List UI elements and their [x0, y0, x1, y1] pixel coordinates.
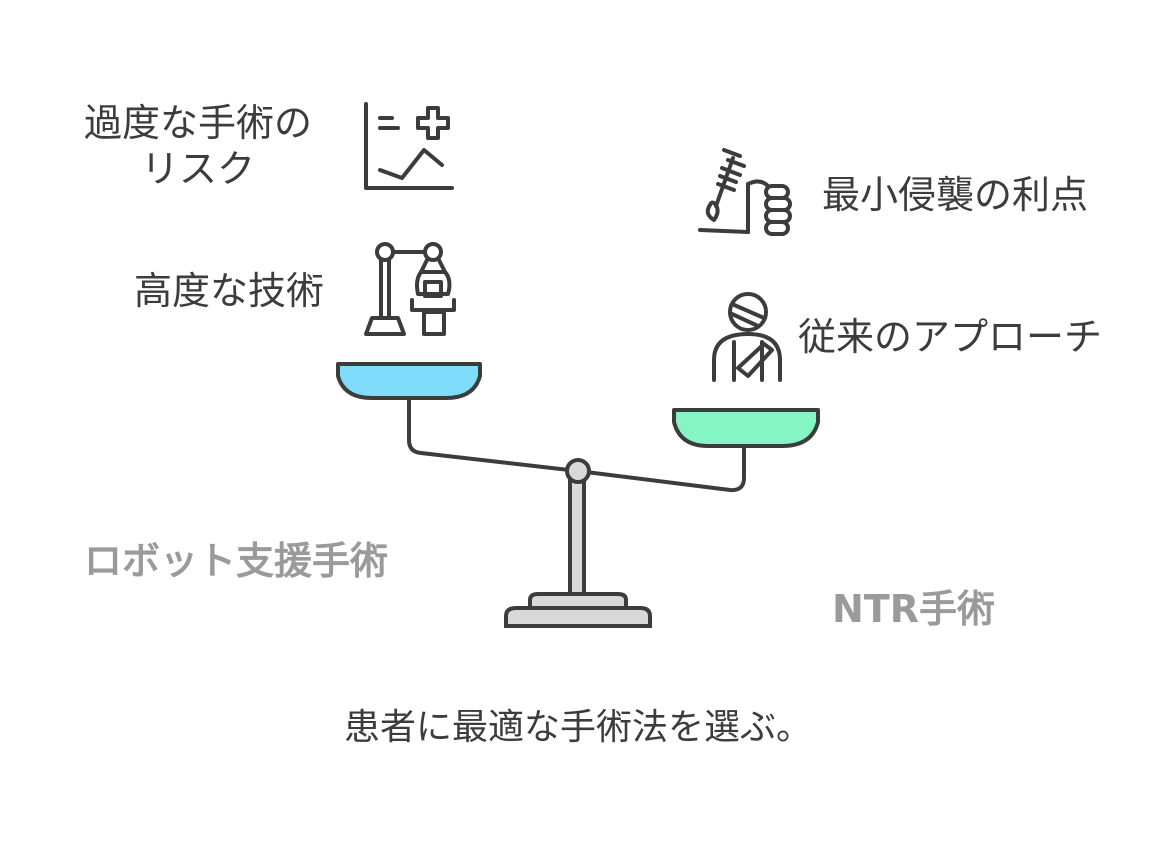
- risk-chart-icon: [364, 102, 454, 190]
- minimally-invasive-benefit-label: 最小侵襲の利点: [822, 173, 1089, 217]
- right-pan: [672, 408, 820, 448]
- risk-label-line-1: 過度な手術の: [84, 101, 313, 145]
- scale-base: [504, 606, 652, 628]
- left-pan: [336, 362, 482, 400]
- diagram-caption: 患者に最適な手術法を選ぶ。: [343, 707, 812, 748]
- advanced-technique-label: 高度な技術: [134, 269, 325, 313]
- injured-patient-icon: [712, 292, 782, 382]
- robotic-surgery-title: ロボット支援手術: [84, 539, 389, 583]
- scale-beam: [407, 396, 746, 493]
- injection-hand-icon: [698, 148, 792, 236]
- conventional-approach-label: 従来のアプローチ: [798, 315, 1103, 359]
- scale-post: [568, 476, 586, 598]
- robotic-arm-icon: [364, 242, 456, 336]
- risk-label-line-2: リスク: [141, 147, 256, 192]
- scale-pivot: [565, 458, 591, 484]
- ntr-surgery-title: NTR手術: [832, 587, 995, 631]
- excessive-surgery-risk-label: 過度な手術の リスク: [84, 100, 312, 193]
- scale-base-upper: [528, 592, 628, 610]
